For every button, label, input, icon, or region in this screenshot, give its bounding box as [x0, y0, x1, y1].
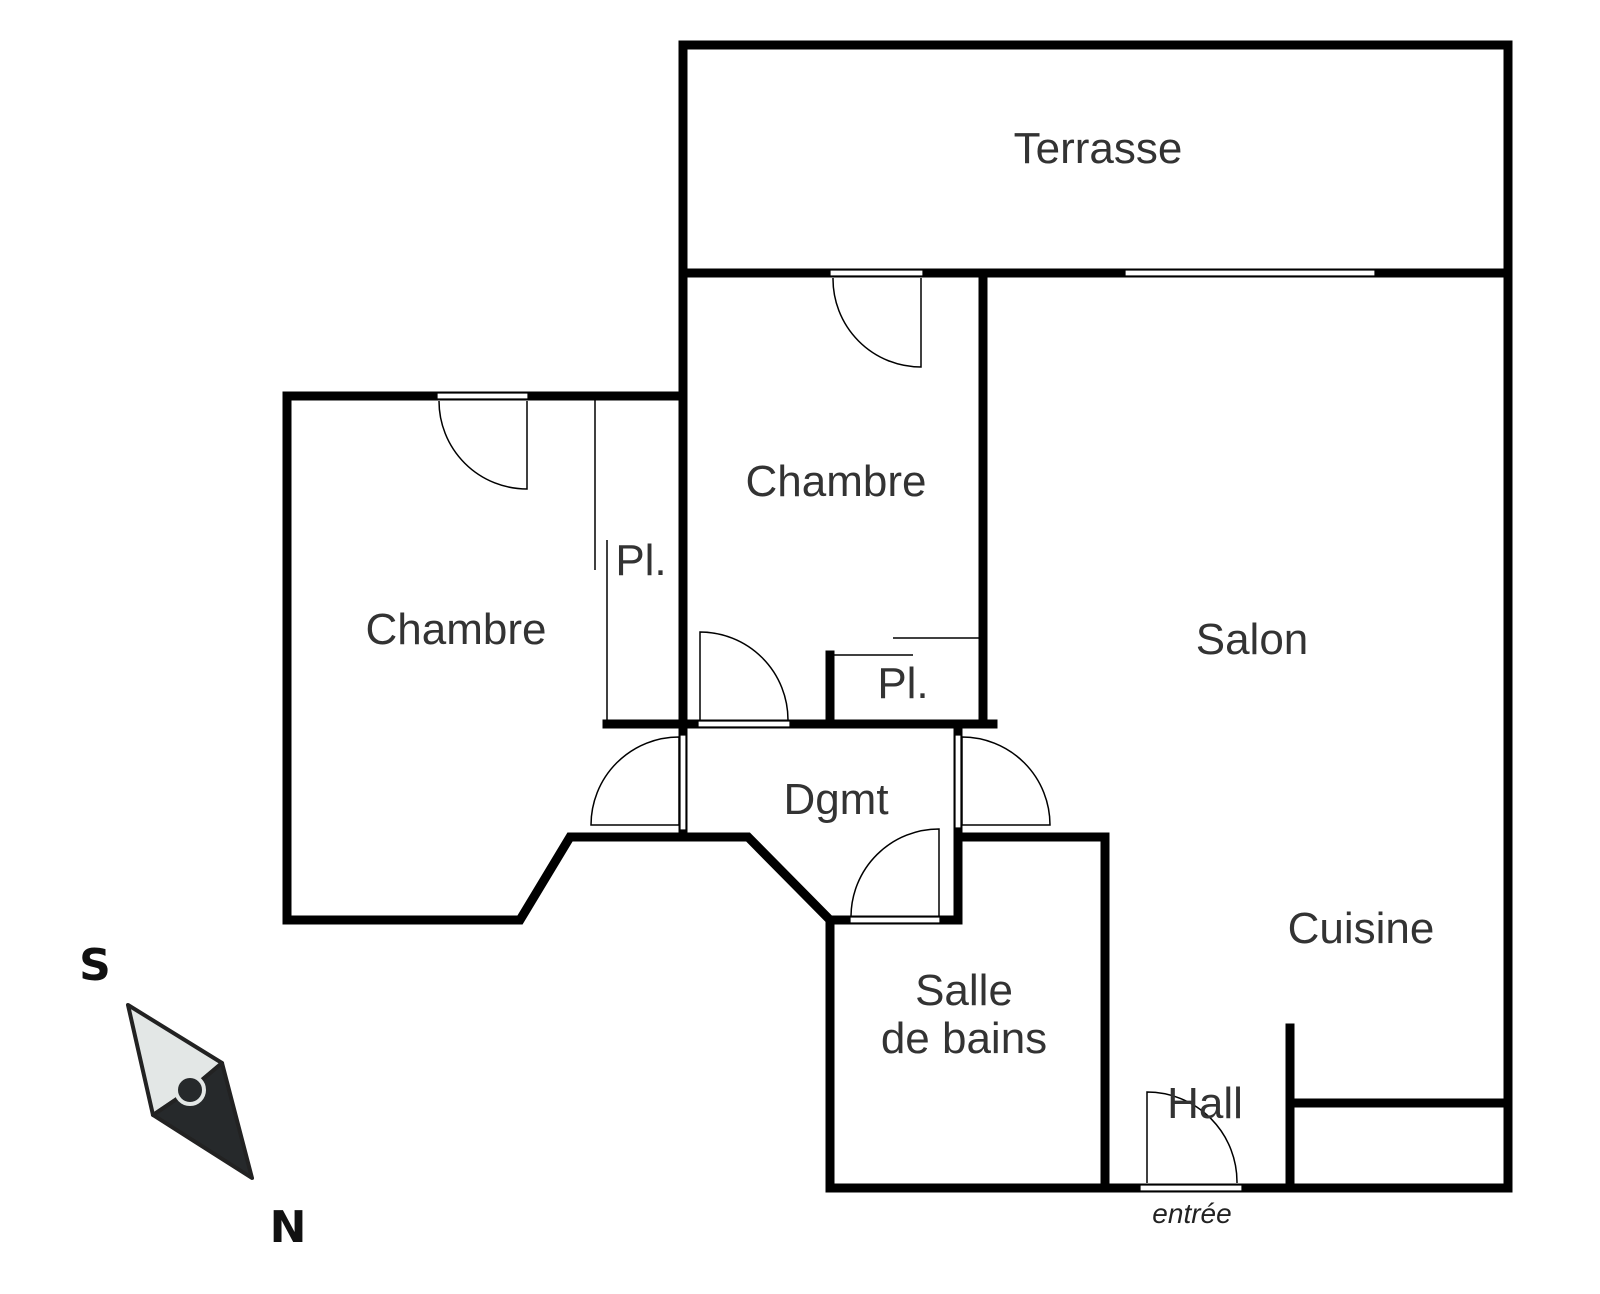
door-swing [850, 828, 940, 917]
compass-icon: S N [79, 940, 306, 1253]
compass-south-label: S [79, 940, 111, 991]
closet-lines [594, 400, 979, 724]
door-swing [1146, 1091, 1238, 1184]
entrance-label: entrée [1152, 1198, 1231, 1229]
door-swing [438, 400, 528, 490]
room-label-placard-2: Pl. [877, 659, 928, 708]
compass-north-label: N [270, 1202, 307, 1253]
room-label-salle-de-bains-2: de bains [881, 1014, 1047, 1063]
walls [282, 40, 1513, 1193]
doors [438, 277, 1238, 1184]
door-swing [699, 631, 789, 721]
room-label-salon: Salon [1196, 615, 1309, 664]
room-label-salle-de-bains-1: Salle [915, 966, 1013, 1015]
room-label-placard-1: Pl. [615, 536, 666, 585]
room-label-chambre-1: Chambre [366, 605, 547, 654]
windows [436, 269, 1376, 1192]
door-swing [961, 736, 1051, 826]
room-label-degagement: Dgmt [783, 775, 888, 824]
door-swing [832, 277, 922, 368]
room-label-terrasse: Terrasse [1014, 124, 1183, 173]
door-swing [590, 736, 680, 826]
room-label-cuisine: Cuisine [1288, 904, 1435, 953]
room-label-hall: Hall [1167, 1079, 1243, 1128]
room-label-chambre-2: Chambre [746, 457, 927, 506]
